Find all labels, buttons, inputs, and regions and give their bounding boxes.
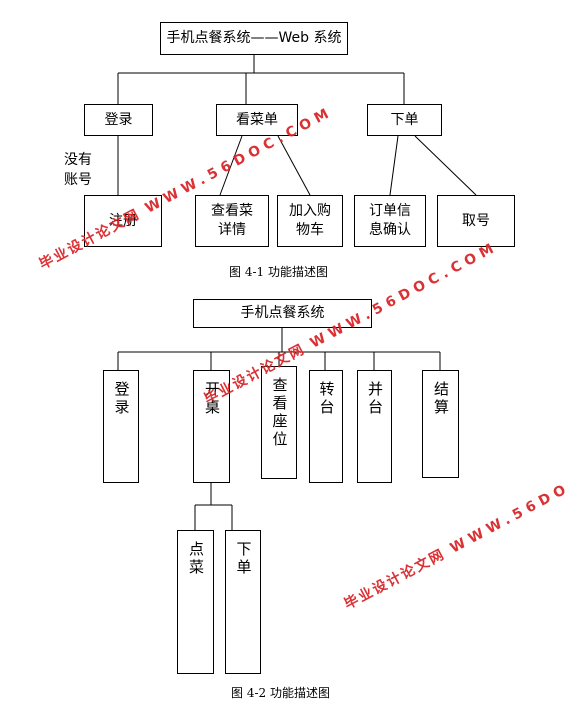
d1-node-view-menu: 看菜单 [216, 104, 298, 136]
d1-node-login: 登录 [84, 104, 153, 136]
d2-node-view-seats: 查看座位 [261, 366, 297, 479]
d2-node-checkout: 结算 [422, 370, 459, 478]
d2-node-checkout-label: 结算 [432, 381, 450, 417]
d2-node-transfer-table-label: 转台 [317, 381, 336, 417]
d1-node-dish-detail: 查看菜 详情 [195, 195, 269, 247]
d1-node-register: 注册 [84, 195, 162, 247]
d2-node-open-table: 开桌 [193, 370, 230, 483]
d1-node-order: 下单 [367, 104, 442, 136]
d1-no-account-note: 没有 账号 [64, 152, 92, 189]
d2-root-node: 手机点餐系统 [193, 299, 372, 328]
d2-node-order-dish: 点菜 [177, 530, 214, 674]
d1-node-order-confirm: 订单信 息确认 [354, 195, 426, 247]
d1-root-node: 手机点餐系统——Web 系统 [160, 22, 348, 55]
d2-node-order-dish-label: 点菜 [187, 541, 205, 577]
d2-node-place-order-label: 下单 [234, 541, 253, 577]
d2-node-merge-table: 并台 [357, 370, 392, 483]
d1-caption: 图 4-1 功能描述图 [229, 265, 328, 279]
d2-node-merge-table-label: 并台 [366, 381, 384, 417]
d1-node-add-to-cart: 加入购 物车 [277, 195, 343, 247]
d2-node-login-label: 登录 [112, 381, 131, 417]
d2-node-transfer-table: 转台 [309, 370, 343, 483]
d2-node-login: 登录 [103, 370, 139, 483]
d2-node-place-order: 下单 [225, 530, 261, 674]
d2-node-open-table-label: 开桌 [203, 381, 221, 417]
d1-node-take-number: 取号 [437, 195, 515, 247]
d2-caption: 图 4-2 功能描述图 [231, 686, 330, 700]
d2-node-view-seats-label: 查看座位 [270, 377, 289, 449]
